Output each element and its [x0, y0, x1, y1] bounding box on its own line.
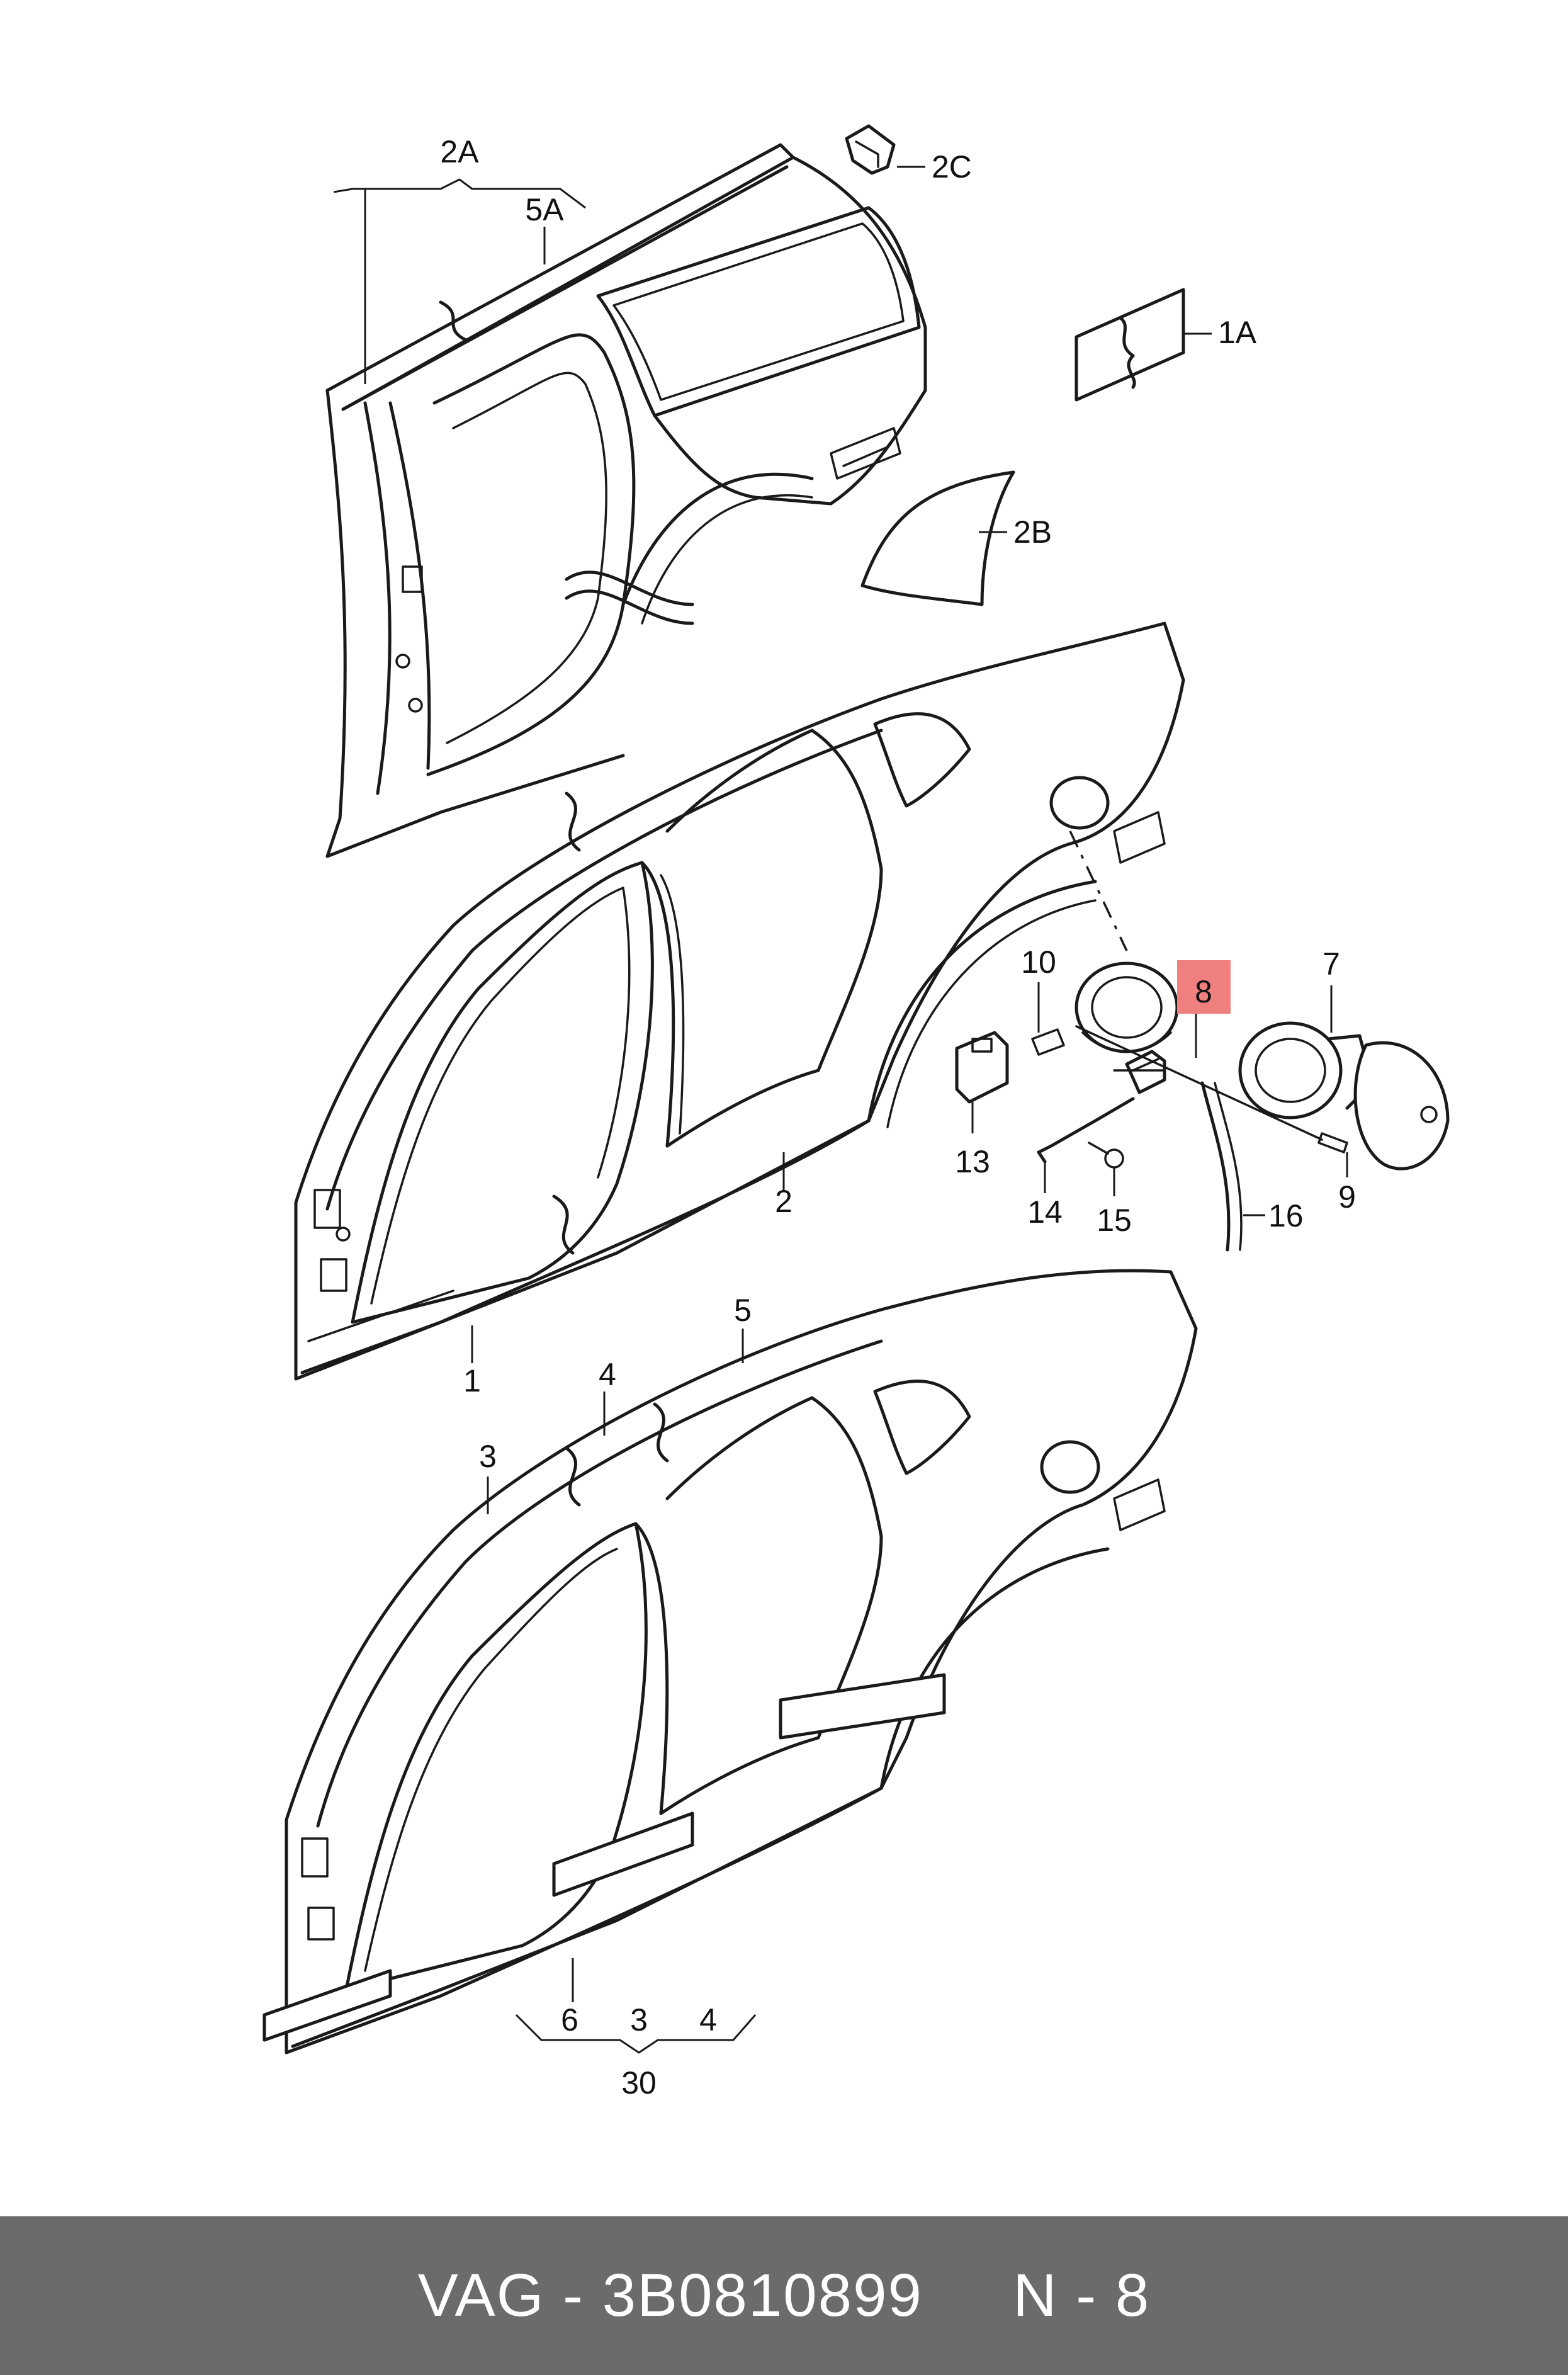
callout-labels: 2A 2C 5A 1A 2B 10 8 7 13 14 15 16 9 2 1 …: [440, 134, 1355, 2100]
callout-3-group: 3: [630, 2002, 648, 2038]
panel-2b-drawing: [860, 470, 1015, 606]
callout-4: 4: [599, 1357, 616, 1392]
fuel-filler-exploded-view: [955, 961, 1450, 1252]
callout-2A: 2A: [440, 134, 479, 169]
parts-diagram: 2A 2C 5A 1A 2B 10 8 7 13 14 15 16 9 2 1 …: [262, 124, 1450, 2100]
callout-8: 8: [1195, 974, 1212, 1009]
part-number-label: VAG - 3B0810899 N - 8: [417, 2262, 1151, 2329]
callout-2B: 2B: [1013, 514, 1052, 550]
callout-2: 2: [775, 1184, 792, 1219]
leader-lines: [333, 178, 1348, 2054]
callout-14: 14: [1027, 1194, 1063, 1230]
callout-30: 30: [621, 2065, 657, 2100]
callout-6: 6: [561, 2002, 578, 2038]
callout-13: 13: [955, 1144, 990, 1179]
callout-5A: 5A: [525, 192, 564, 227]
bottom-side-panel-drawing: [262, 1269, 1198, 2055]
callout-3: 3: [479, 1439, 497, 1474]
panel-1a-drawing: [1074, 288, 1212, 402]
callout-1: 1: [463, 1363, 481, 1398]
callout-15: 15: [1097, 1203, 1132, 1238]
callout-5: 5: [734, 1293, 752, 1328]
callout-2C: 2C: [932, 149, 972, 184]
clip-2c-drawing: [845, 124, 925, 175]
callout-9: 9: [1338, 1179, 1356, 1215]
callout-8-highlight: [1177, 960, 1231, 1014]
callout-4-group: 4: [699, 2002, 717, 2038]
part-number-footer: VAG - 3B0810899 N - 8: [0, 2216, 1568, 2375]
callout-1A: 1A: [1218, 315, 1257, 350]
top-side-panel-drawing: [325, 143, 927, 858]
middle-side-panel-drawing: [294, 621, 1185, 1381]
callout-16: 16: [1268, 1198, 1304, 1233]
callout-7: 7: [1323, 946, 1340, 982]
callout-10: 10: [1021, 944, 1056, 980]
